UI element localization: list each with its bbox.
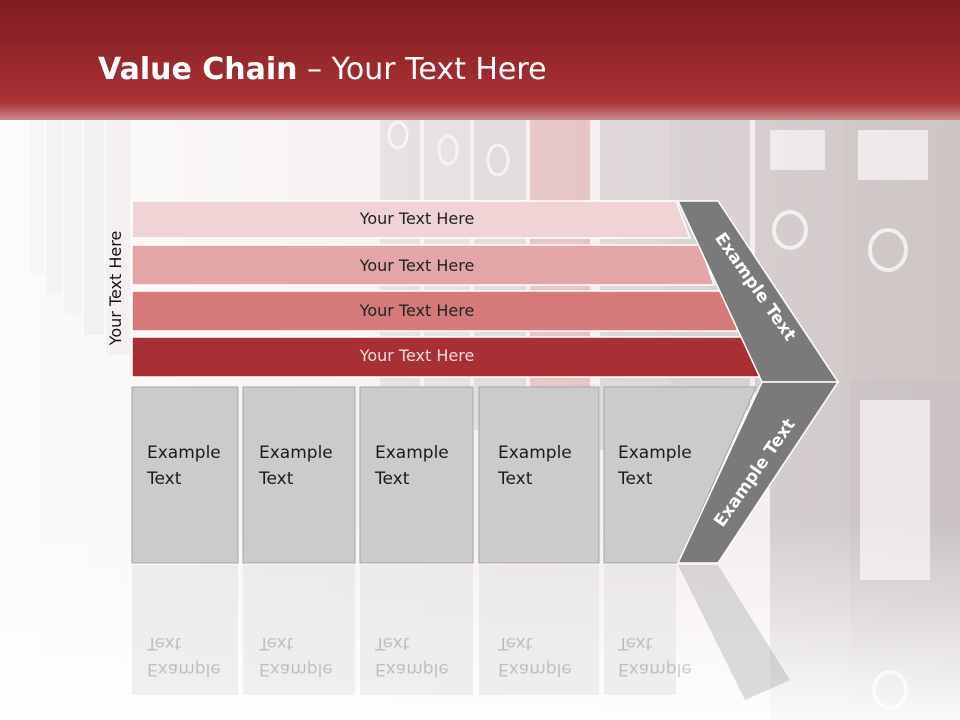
column-label-2: Example Text bbox=[259, 443, 333, 489]
bar-1 bbox=[131, 200, 692, 239]
chevron-reflection bbox=[678, 565, 790, 700]
column-label-5: Example Text bbox=[618, 443, 692, 489]
title-bold: Value Chain bbox=[98, 52, 298, 87]
column-reflection-shape-4 bbox=[479, 565, 599, 695]
column-3 bbox=[359, 386, 474, 564]
columns-group bbox=[131, 386, 757, 695]
column-reflection-shape-1 bbox=[132, 565, 238, 695]
column-4 bbox=[478, 386, 600, 564]
bar-2 bbox=[131, 244, 716, 286]
column-reflection-shape-3 bbox=[360, 565, 473, 695]
column-2 bbox=[242, 386, 356, 564]
chevron-bottom bbox=[676, 381, 840, 564]
column-reflection-2: Example Text bbox=[259, 633, 333, 679]
title-rest: – Your Text Here bbox=[297, 52, 547, 87]
column-reflection-5: Example Text bbox=[618, 633, 692, 679]
column-reflection-shape-5 bbox=[604, 565, 676, 695]
column-reflection-1: Example Text bbox=[147, 633, 221, 679]
column-label-4: Example Text bbox=[498, 443, 572, 489]
column-1 bbox=[131, 386, 239, 564]
header-band bbox=[0, 0, 960, 120]
column-reflection-3: Example Text bbox=[375, 633, 449, 679]
bar-label-1: Your Text Here bbox=[359, 209, 475, 228]
column-label-1: Example Text bbox=[147, 443, 221, 489]
bars-group bbox=[131, 200, 764, 378]
column-reflection-4: Example Text bbox=[498, 633, 572, 679]
bar-label-3: Your Text Here bbox=[359, 301, 475, 320]
page-title: Value Chain – Your Text Here bbox=[98, 52, 547, 87]
chevron-group bbox=[676, 200, 840, 700]
column-reflection-shape-2 bbox=[243, 565, 355, 695]
bar-label-2: Your Text Here bbox=[359, 256, 475, 275]
column-label-3: Example Text bbox=[375, 443, 449, 489]
bar-label-4: Your Text Here bbox=[359, 346, 475, 365]
